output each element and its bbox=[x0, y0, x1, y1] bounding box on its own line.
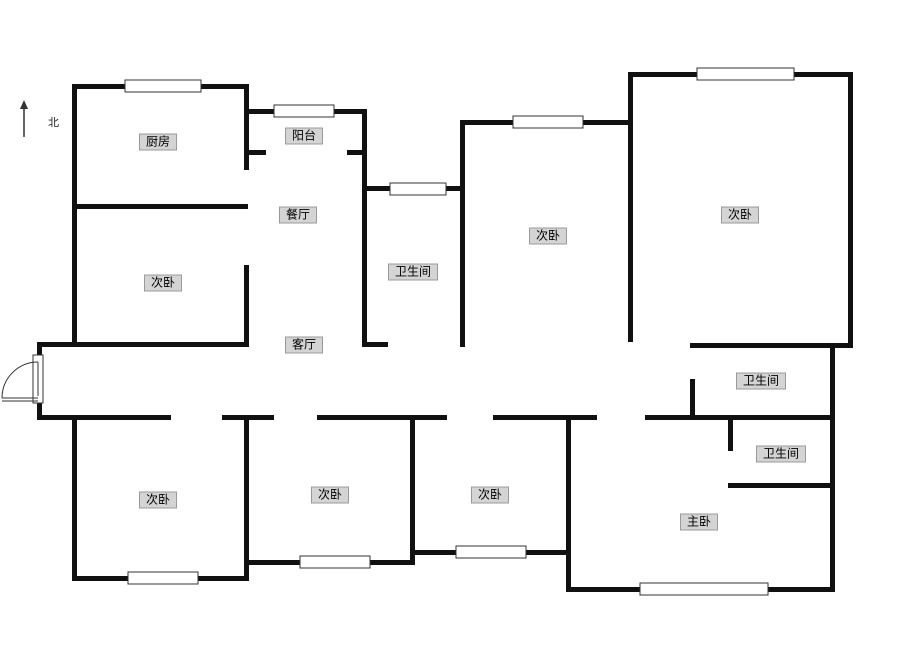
room-label-bedroom-south-3: 次卧 bbox=[470, 486, 510, 504]
window-master-bedroom bbox=[639, 582, 769, 596]
window-bedroom-north-mid bbox=[512, 115, 584, 129]
room-label-bath-east-lower: 卫生间 bbox=[755, 445, 807, 463]
room-label-dining: 餐厅 bbox=[278, 206, 318, 224]
room-label-bedroom-south-2: 次卧 bbox=[310, 486, 350, 504]
window-bedroom-south-3 bbox=[455, 545, 527, 559]
room-label-kitchen: 厨房 bbox=[138, 133, 178, 151]
room-label-bedroom-north-mid: 次卧 bbox=[528, 227, 568, 245]
room-label-master-bedroom: 主卧 bbox=[679, 513, 719, 531]
window-bath-central bbox=[389, 182, 447, 196]
room-label-living: 客厅 bbox=[284, 336, 324, 354]
room-label-bedroom-west: 次卧 bbox=[143, 274, 183, 292]
windows bbox=[124, 67, 795, 596]
window-bedroom-south-2 bbox=[299, 555, 371, 569]
window-bedroom-northeast bbox=[696, 67, 795, 81]
compass-label: 北 bbox=[48, 116, 59, 129]
room-label-bath-central: 卫生间 bbox=[387, 263, 439, 281]
window-kitchen bbox=[124, 79, 202, 93]
room-label-bath-east-upper: 卫生间 bbox=[735, 372, 787, 390]
north-arrow-icon bbox=[20, 100, 28, 137]
window-balcony bbox=[273, 104, 335, 118]
window-bedroom-south-1 bbox=[127, 571, 199, 585]
room-label-bedroom-south-1: 次卧 bbox=[138, 491, 178, 509]
entrance-door[interactable] bbox=[1, 354, 44, 404]
room-label-bedroom-northeast: 次卧 bbox=[720, 206, 760, 224]
room-label-balcony: 阳台 bbox=[284, 127, 324, 145]
